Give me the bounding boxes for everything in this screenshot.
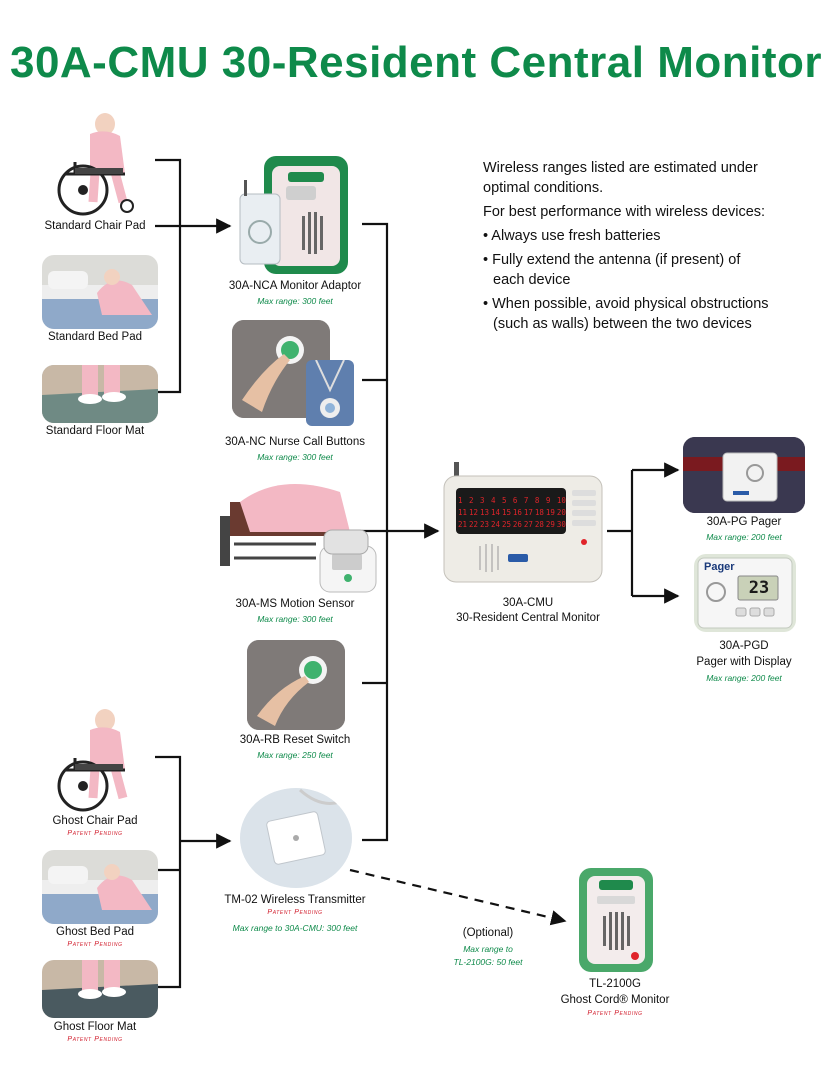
pager-display-image — [694, 554, 796, 632]
notes-bullet: • Always use fresh batteries — [483, 228, 661, 244]
cmu-led-number: 21 — [458, 520, 468, 529]
pendant-button-image — [306, 360, 354, 426]
monitor-adaptor-image — [236, 152, 354, 277]
cmu-led-number: 5 — [501, 496, 507, 505]
cmu-led-number: 30 — [556, 520, 566, 529]
wireless-notes: Wireless ranges listed are estimated und… — [483, 158, 803, 338]
notes-bullet: • Fully extend the antenna (if present) … — [483, 252, 741, 288]
notes-bullet: • When possible, avoid physical obstruct… — [483, 296, 769, 332]
ghost-chair-pad-image — [45, 702, 157, 814]
central-monitor-model: 30A-CMU — [502, 597, 554, 609]
optional-range-2: TL-2100G: 50 feet — [453, 957, 523, 967]
cmu-led-number: 28 — [534, 520, 544, 529]
ghost-floor-mat-image — [42, 960, 158, 1018]
cmu-led-number: 10 — [556, 496, 566, 505]
standard-floor-mat-label: Standard Floor Mat — [45, 425, 145, 437]
optional-label: (Optional) — [462, 927, 514, 939]
nurse-call-buttons-range: Max range: 300 feet — [257, 452, 333, 462]
pager-display-name: Pager with Display — [696, 656, 792, 668]
standard-chair-pad-image — [45, 102, 157, 218]
cmu-led-number: 9 — [545, 496, 551, 505]
cmu-led-number: 25 — [501, 520, 511, 529]
pager-display-value: 23 — [748, 578, 770, 598]
standard-bed-pad-label: Standard Bed Pad — [48, 331, 142, 343]
pager-image — [683, 437, 805, 513]
ghost-chair-pad-label: Ghost Chair Pad — [52, 815, 138, 827]
cmu-led-number: 3 — [479, 496, 485, 505]
ghost-bed-pad-patent: Patent Pending — [67, 941, 123, 948]
bracket-standard — [155, 158, 182, 394]
cmu-led-number: 19 — [545, 508, 555, 517]
cmu-led-number: 1 — [458, 496, 463, 505]
cmu-led-number: 8 — [534, 496, 540, 505]
cmu-led-number: 16 — [512, 508, 522, 517]
standard-floor-mat-image — [42, 365, 158, 423]
reset-switch-image — [247, 640, 345, 730]
optional-range-1: Max range to — [463, 944, 513, 954]
cmu-led-number: 6 — [512, 496, 518, 505]
cmu-led-number: 24 — [490, 520, 500, 529]
cmu-led-number: 15 — [501, 508, 511, 517]
cmu-led-number: 26 — [512, 520, 522, 529]
motion-sensor-range: Max range: 300 feet — [257, 614, 333, 624]
cmu-led-number: 29 — [545, 520, 555, 529]
wireless-transmitter-label: TM-02 Wireless Transmitter — [224, 894, 366, 906]
arrow-optional — [349, 868, 567, 926]
wireless-transmitter-range: Max range to 30A-CMU: 300 feet — [232, 923, 358, 933]
ghost-floor-mat-label: Ghost Floor Mat — [53, 1021, 137, 1033]
bracket-ghost — [155, 755, 182, 989]
ghost-cord-monitor-name: Ghost Cord® Monitor — [560, 994, 670, 1006]
pager-display-brand: Pager — [704, 561, 735, 573]
standard-bed-pad-image — [42, 255, 158, 329]
cmu-led-number: 18 — [534, 508, 544, 517]
standard-chair-pad-label: Standard Chair Pad — [44, 220, 146, 232]
motion-sensor-label: 30A-MS Motion Sensor — [235, 598, 355, 610]
ghost-chair-pad-patent: Patent Pending — [67, 830, 123, 837]
cmu-led-number: 23 — [479, 520, 489, 529]
reset-switch-label: 30A-RB Reset Switch — [239, 734, 351, 746]
wireless-transmitter-patent: Patent Pending — [267, 909, 323, 916]
cmu-led-number: 17 — [523, 508, 533, 517]
central-monitor-image — [440, 462, 606, 586]
ghost-bed-pad-image — [42, 850, 158, 924]
pager-label: 30A-PG Pager — [706, 516, 782, 528]
pager-display-model: 30A-PGD — [719, 640, 769, 652]
ghost-bed-pad-label: Ghost Bed Pad — [56, 926, 134, 938]
cmu-led-number: 22 — [468, 520, 479, 529]
ghost-cord-monitor-patent: Patent Pending — [587, 1010, 643, 1017]
cmu-led-number: 11 — [458, 508, 468, 517]
cmu-led-number: 4 — [490, 496, 496, 505]
cmu-led-number: 14 — [490, 508, 500, 517]
ghost-cord-monitor-image — [577, 866, 655, 974]
monitor-adaptor-label: 30A-NCA Monitor Adaptor — [228, 280, 362, 292]
ghost-cord-monitor-model: TL-2100G — [589, 978, 641, 990]
notes-intro-1: Wireless ranges listed are estimated und… — [483, 160, 758, 196]
cmu-led-number: 27 — [523, 520, 533, 529]
cmu-led-number: 20 — [556, 508, 566, 517]
central-monitor-name: 30-Resident Central Monitor — [456, 612, 600, 624]
monitor-adaptor-range: Max range: 300 feet — [257, 296, 333, 306]
pager-range: Max range: 200 feet — [706, 532, 782, 542]
reset-switch-range: Max range: 250 feet — [257, 750, 333, 760]
notes-intro-2: For best performance with wireless devic… — [483, 204, 766, 220]
cmu-led-number: 13 — [479, 508, 489, 517]
cmu-led-number: 2 — [468, 496, 474, 505]
cmu-led-number: 12 — [468, 508, 479, 517]
pager-display-range: Max range: 200 feet — [706, 673, 782, 683]
page-title: 30A-CMU 30-Resident Central Monitor — [9, 38, 823, 87]
nurse-call-buttons-label: 30A-NC Nurse Call Buttons — [225, 436, 365, 448]
ghost-floor-mat-patent: Patent Pending — [67, 1036, 123, 1043]
cmu-led-number: 7 — [523, 496, 529, 505]
motion-sensor-image — [220, 472, 380, 594]
wireless-transmitter-image — [240, 788, 352, 888]
